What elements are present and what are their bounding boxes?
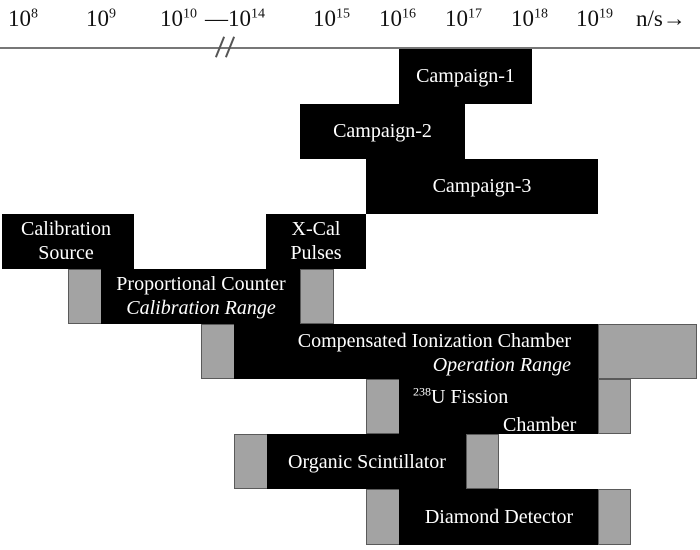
diamond-detector-bar: [399, 489, 599, 545]
xcal-line1: X-Cal: [291, 218, 341, 240]
proportional-counter-label: Proportional Counter Calibration Range: [101, 272, 301, 320]
calibration-source-line1: Calibration: [21, 218, 111, 240]
fission-isotope-superscript: 238: [413, 384, 431, 399]
tick-1e16: 1016: [379, 6, 416, 31]
campaign-1-bar: [399, 49, 532, 104]
xcal-pulses-bar: [266, 214, 366, 269]
organic-scintillator-ext-right: [466, 434, 499, 489]
fission-chamber-text: U Fission: [431, 386, 509, 408]
fission-chamber-bar: [399, 379, 599, 434]
campaign-1-label: Campaign-1: [416, 65, 515, 87]
tick-1e15: 1015: [313, 6, 350, 31]
proportional-counter-bar: [101, 269, 301, 324]
organic-scintillator-ext-left: [234, 434, 268, 489]
ionization-chamber-label: Compensated Ionization Chamber Operation…: [234, 329, 571, 377]
ionization-chamber-ext-right: [598, 324, 697, 379]
fission-chamber-line2: Chamber: [503, 414, 577, 436]
tick-1e17: 1017: [445, 6, 482, 31]
fission-chamber-ext-right: [598, 379, 631, 434]
campaign-3-label: Campaign-3: [432, 175, 532, 197]
campaign-2-bar: [300, 104, 465, 159]
diamond-detector-ext-left: [366, 489, 400, 545]
xcal-pulses-label: X-Cal Pulses: [266, 217, 366, 265]
diamond-detector-label: Diamond Detector: [424, 506, 574, 528]
ionization-chamber-line1: Compensated Ionization Chamber: [297, 330, 571, 352]
campaign-3-bar: [366, 159, 598, 214]
fission-chamber-ext-left: [366, 379, 400, 434]
xcal-line2: Pulses: [290, 242, 342, 264]
tick-1e10: 1010: [160, 6, 197, 31]
campaign-2-label: Campaign-2: [333, 120, 432, 142]
organic-scintillator-label: Organic Scintillator: [288, 451, 446, 473]
calibration-source-label: Calibration Source: [2, 217, 130, 265]
proportional-counter-ext-left: [68, 269, 102, 324]
tick-1e19: 1019: [576, 6, 613, 31]
calibration-source-line2: Source: [38, 242, 94, 264]
calibration-source-bar: [2, 214, 134, 269]
proportional-counter-ext-right: [300, 269, 334, 324]
organic-scintillator-bar: [267, 434, 467, 489]
tick-1e18: 1018: [511, 6, 548, 31]
tick-1e9: 109: [86, 6, 116, 31]
ionization-chamber-bar: [234, 324, 599, 379]
proportional-counter-line2: Calibration Range: [126, 297, 276, 319]
fission-chamber-line1: 238U Fission: [413, 385, 508, 409]
axis-unit: n/s→: [636, 6, 686, 31]
axis-line: [0, 47, 700, 49]
tick-1e14: —1014: [205, 6, 265, 31]
tick-1e8: 108: [8, 6, 38, 31]
ionization-chamber-line2: Operation Range: [432, 354, 571, 376]
ionization-chamber-ext-left: [201, 324, 235, 379]
diamond-detector-ext-right: [598, 489, 631, 545]
proportional-counter-line1: Proportional Counter: [116, 273, 286, 295]
